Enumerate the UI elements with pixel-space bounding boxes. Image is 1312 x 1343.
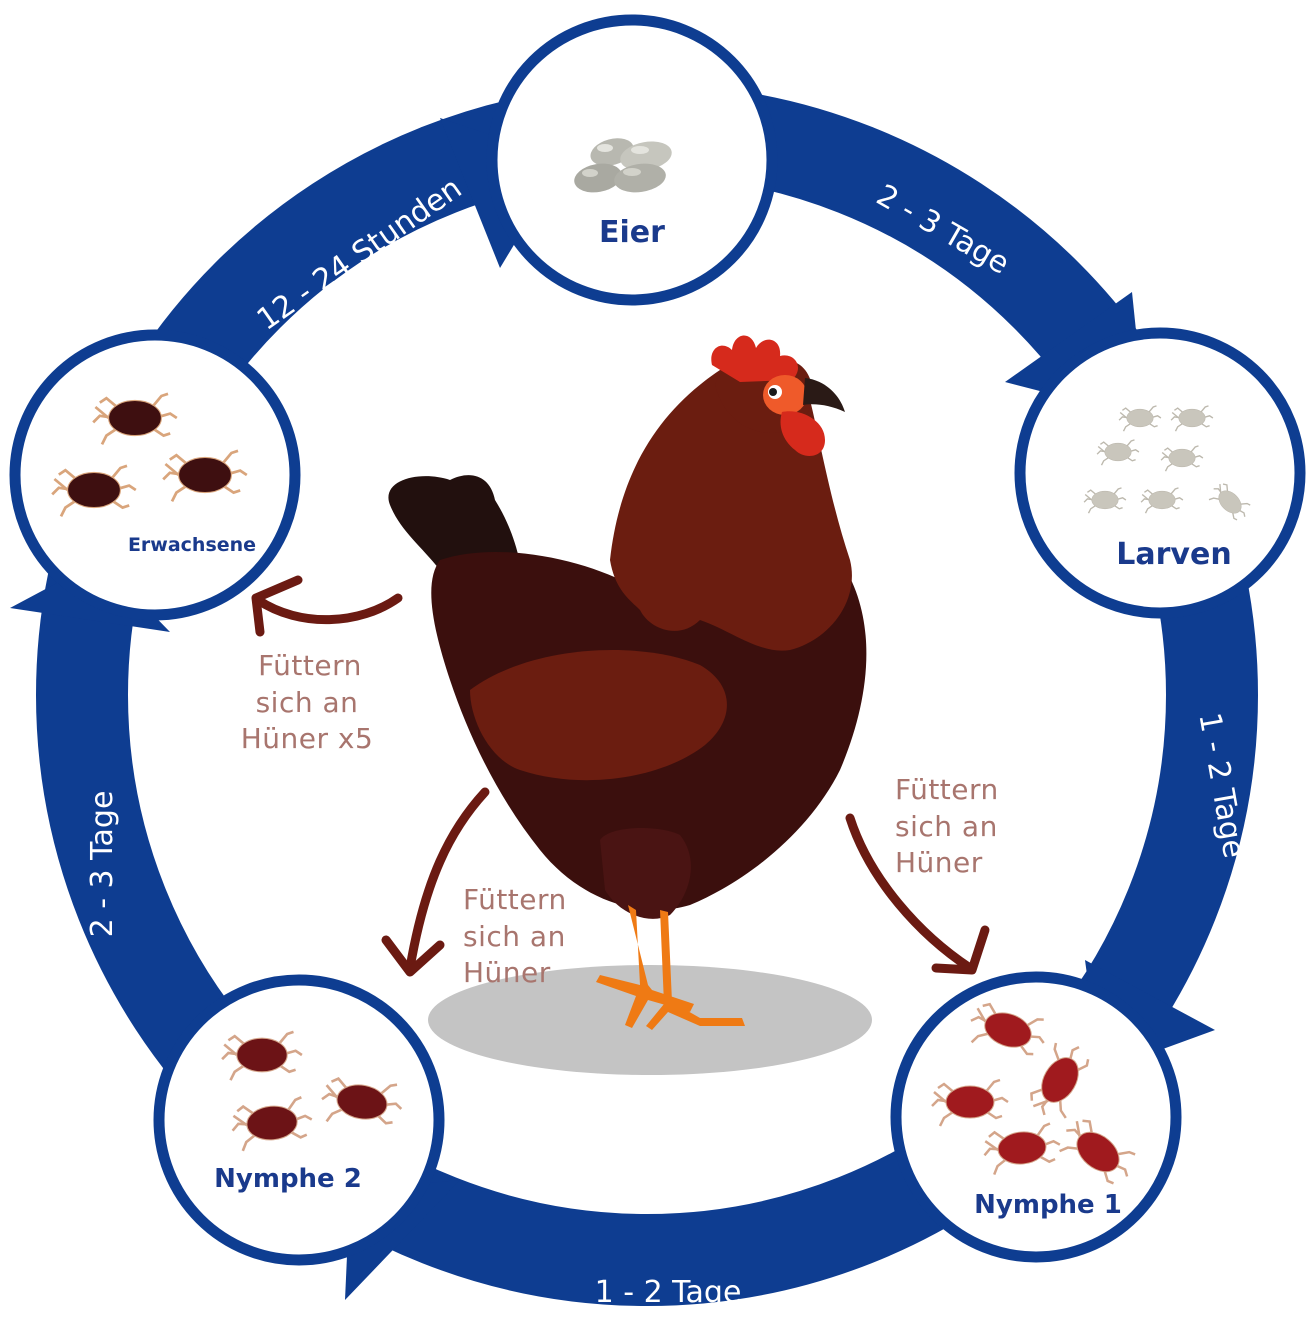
stage-circle-erwachsene	[15, 335, 295, 615]
feed-text-adults-line-2: sich an	[256, 686, 359, 719]
stage-label-nymphe1: Nymphe 1	[974, 1190, 1122, 1220]
feed-arrow-adults	[256, 580, 398, 632]
feed-text-nymph1-line-1: Füttern	[895, 773, 999, 806]
stage-label-larven: Larven	[1116, 537, 1231, 572]
stage-label-eier: Eier	[599, 215, 665, 250]
feed-text-nymph2-line-3: Hüner	[463, 956, 551, 989]
stage-label-erwachsene: Erwachsene	[128, 534, 256, 556]
feed-text-nymph1-line-2: sich an	[895, 810, 998, 843]
feed-text-nymph1-line-3: Hüner	[895, 846, 983, 879]
hen-illustration	[388, 335, 866, 1030]
feed-text-nymph2-line-2: sich an	[463, 920, 566, 953]
stage-circle-nymphe2	[159, 980, 439, 1260]
feed-text-adults-line-1: Füttern	[258, 649, 362, 682]
duration-nymphe1-to-nymphe2: 1 - 2 Tage	[595, 1275, 742, 1310]
feed-text-adults: Füttern sich an Hüner x5	[241, 649, 374, 755]
feed-text-nymph1: Füttern sich an Hüner	[895, 773, 999, 879]
stage-label-nymphe2: Nymphe 2	[214, 1164, 362, 1194]
feed-text-adults-line-3: Hüner x5	[241, 722, 374, 755]
duration-nymphe2-to-erwachsene: 2 - 3 Tage	[85, 791, 120, 938]
feed-text-nymph2-line-1: Füttern	[463, 883, 567, 916]
